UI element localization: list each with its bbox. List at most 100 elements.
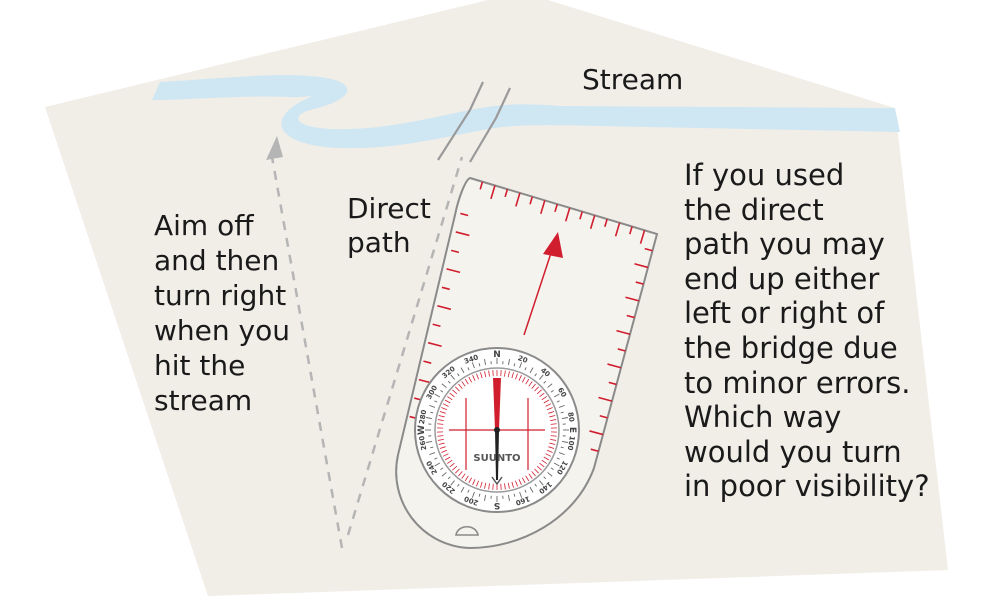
dial-tick: [550, 467, 554, 470]
ruler-tick: [540, 200, 546, 215]
aim-off-path: [270, 156, 344, 549]
ruler-tick: [579, 211, 583, 220]
inner-tick: [521, 477, 526, 484]
travel-arrow-line: [523, 249, 553, 336]
dial-number: 100: [566, 435, 576, 451]
dial-tick: [508, 494, 510, 501]
aim-off-line: and then: [154, 244, 280, 277]
dial-tick: [441, 472, 447, 477]
ruler-tick: [639, 230, 646, 244]
inner-tick: [528, 473, 533, 479]
inner-tick: [536, 389, 542, 395]
inner-tick: [531, 471, 536, 477]
inner-tick: [484, 482, 487, 489]
inner-tick: [546, 449, 553, 453]
ruler-tick: [590, 448, 599, 453]
dial-tick: [460, 486, 465, 493]
dial-tick: [484, 359, 486, 366]
question-text: If you used the direct path you may end …: [684, 158, 930, 504]
dial-tick: [513, 363, 516, 367]
inner-tick: [488, 370, 490, 377]
inner-tick: [438, 442, 445, 445]
ruler-tick: [455, 231, 470, 237]
dial-tick: [534, 373, 537, 377]
inner-tick: [550, 423, 557, 425]
ruler-tick: [529, 196, 534, 205]
ruler-tick: [427, 341, 442, 347]
question-line: the bridge due: [684, 330, 898, 365]
inner-tick: [518, 479, 522, 485]
inner-tick: [543, 456, 550, 461]
ruler-tick: [515, 192, 521, 207]
dial-tick: [529, 486, 534, 493]
bridge: [437, 81, 511, 163]
inner-tick: [464, 475, 469, 482]
inner-tick: [455, 386, 460, 392]
question-line: to minor errors.: [684, 365, 911, 400]
inner-tick: [438, 415, 445, 418]
stream-water: [152, 75, 900, 149]
inner-tick: [458, 383, 463, 389]
inner-tick: [444, 399, 451, 404]
question-line: would you turn: [684, 434, 902, 469]
dial-tick: [457, 373, 460, 377]
dial-tick: [558, 404, 565, 408]
compass-brand: SUUNTO: [473, 453, 520, 464]
inner-tick: [550, 438, 557, 441]
dial-tick: [450, 374, 455, 380]
dial-tick: [471, 491, 475, 498]
dial-tick: [547, 472, 553, 477]
inner-tick: [511, 481, 514, 488]
direct-path-line-text: path: [347, 226, 411, 259]
dial-tick: [426, 417, 433, 419]
aim-off-label: Aim off and then turn right when you hit…: [154, 208, 290, 418]
question-line: in poor visibility?: [684, 469, 930, 504]
dial-tick: [513, 493, 516, 497]
aim-off-line: stream: [154, 384, 253, 417]
question-line: left or right of: [684, 296, 885, 331]
inner-tick: [458, 471, 463, 477]
dial-tick: [529, 367, 534, 374]
inner-tick: [545, 453, 552, 457]
dial-tick: [550, 390, 554, 393]
inner-tick: [449, 462, 455, 468]
inner-tick: [541, 459, 547, 464]
dial-tick: [434, 400, 438, 403]
inner-tick: [449, 392, 455, 398]
dial-ticks: [425, 358, 569, 502]
inner-tick: [441, 407, 448, 411]
question-line: If you used: [684, 158, 845, 192]
dial-number: 260: [418, 435, 428, 451]
inner-tick: [461, 473, 466, 479]
dial-tick: [447, 476, 451, 480]
dial-tick: [434, 393, 441, 398]
inner-tick: [455, 468, 460, 474]
inner-tick: [437, 438, 444, 441]
dial-tick: [508, 359, 510, 366]
inner-tick: [546, 407, 553, 411]
inner-tick: [480, 372, 483, 379]
ruler-tick: [604, 218, 608, 227]
dial-tick: [539, 374, 544, 380]
dial-number: 280: [418, 409, 428, 425]
ruler-tick: [598, 396, 613, 402]
inner-tick: [525, 475, 530, 482]
inner-tick: [464, 378, 469, 385]
inner-tick: [476, 480, 479, 487]
direct-path-line: [346, 156, 464, 536]
inner-tick: [525, 378, 530, 385]
inner-tick: [507, 482, 510, 489]
inner-tick: [504, 370, 506, 377]
dial-tick: [478, 363, 481, 367]
ruler-tick: [635, 281, 644, 285]
ruler-tick: [589, 430, 604, 436]
aim-off-arrowhead: [266, 136, 283, 160]
inner-tick: [447, 459, 453, 464]
inner-tick: [550, 435, 557, 437]
inner-tick: [528, 381, 533, 387]
inner-tick: [444, 456, 451, 461]
dial-tick: [524, 367, 527, 371]
dial-tick: [450, 480, 455, 486]
